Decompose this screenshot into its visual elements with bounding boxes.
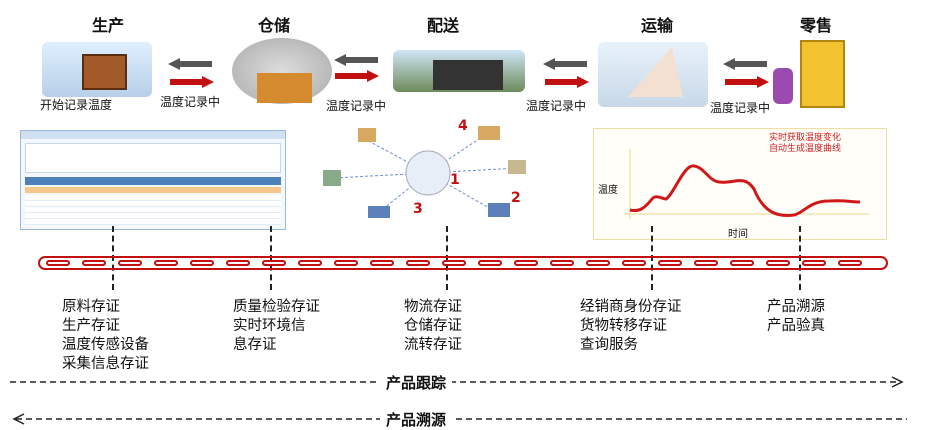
connector-line: [446, 226, 448, 290]
list-item: 质量检验存证: [233, 299, 320, 315]
column-production: 原料存证生产存证温度传感设备采集信息存证: [62, 298, 149, 374]
forward-tracking-arrow-icon: [10, 376, 904, 388]
chart-ylabel: 温度: [598, 185, 618, 196]
list-item: 温度传感设备: [62, 337, 149, 353]
chain-link: [478, 260, 502, 266]
chain-link: [730, 260, 754, 266]
chain-link: [46, 260, 70, 266]
forward-arrow-icon: [725, 76, 769, 88]
list-item: 经销商身份存证: [580, 299, 682, 315]
connector-line: [112, 226, 114, 290]
list-item: 生产存证: [62, 318, 120, 334]
chain-link: [298, 260, 322, 266]
connector-line: [651, 226, 653, 290]
list-item: 产品溯源: [767, 299, 825, 315]
list-item: 仓储存证: [404, 318, 462, 334]
chain-link: [658, 260, 682, 266]
forward-arrow-icon: [545, 76, 589, 88]
network-node-3: 3: [413, 201, 423, 217]
transport-image: [598, 42, 708, 107]
column-retail: 产品溯源产品验真: [767, 298, 825, 336]
chain-link: [154, 260, 178, 266]
list-item: 采集信息存证: [62, 356, 149, 372]
blockchain-chain: [38, 256, 888, 270]
stage-title-transport: 运输: [641, 16, 674, 35]
stage-label-production: 开始记录温度: [40, 98, 113, 112]
chain-link: [622, 260, 646, 266]
connector-line: [799, 226, 801, 290]
list-item: 息存证: [233, 337, 277, 353]
stage-title-delivery: 配送: [427, 16, 460, 35]
back-arrow-icon: [334, 54, 378, 66]
back-arrow-icon: [723, 58, 767, 70]
chain-link: [802, 260, 826, 266]
column-transport: 经销商身份存证货物转移存证查询服务: [580, 298, 682, 355]
chain-link: [82, 260, 106, 266]
list-item: 原料存证: [62, 299, 120, 315]
chain-link: [262, 260, 286, 266]
temperature-curve: [629, 164, 861, 217]
chain-link: [514, 260, 538, 266]
temperature-chart: 实时获取温度变化 自动生成温度曲线 温度 时间: [593, 128, 887, 240]
chart-annotation-2: 自动生成温度曲线: [769, 144, 842, 154]
system-screenshot: [20, 130, 286, 230]
network-node-4: 4: [458, 118, 468, 134]
column-logistics: 物流存证仓储存证流转存证: [404, 298, 462, 355]
stage-label-delivery: 温度记录中: [326, 99, 387, 113]
backward-tracing-arrow-icon: [12, 413, 907, 425]
back-arrow-icon: [168, 58, 212, 70]
chain-link: [334, 260, 358, 266]
back-arrow-icon: [543, 58, 587, 70]
list-item: 货物转移存证: [580, 318, 667, 334]
stage-label-storage: 温度记录中: [160, 95, 221, 109]
chart-xlabel: 时间: [728, 229, 748, 240]
chain-link: [550, 260, 574, 266]
stage-label-retail: 温度记录中: [710, 101, 771, 115]
chain-link: [838, 260, 862, 266]
product-tracking-label: 产品跟踪: [380, 372, 453, 393]
chain-link: [694, 260, 718, 266]
list-item: 流转存证: [404, 337, 462, 353]
chart-annotation-1: 实时获取温度变化: [769, 133, 842, 143]
network-node-1: 1: [450, 172, 460, 188]
chain-link: [190, 260, 214, 266]
connector-line: [270, 226, 272, 290]
chain-link: [442, 260, 466, 266]
network-diagram: 1 2 3 4: [323, 118, 526, 218]
chain-link: [406, 260, 430, 266]
product-tracing-label: 产品溯源: [380, 409, 453, 430]
list-item: 查询服务: [580, 337, 638, 353]
retail-image: [765, 40, 850, 110]
chain-link: [766, 260, 790, 266]
factory-image: [42, 42, 152, 97]
stage-title-production: 生产: [92, 16, 125, 35]
forward-arrow-icon: [170, 76, 214, 88]
warehouse-image: [232, 38, 332, 104]
chain-link: [118, 260, 142, 266]
stage-label-transport: 温度记录中: [526, 99, 587, 113]
stage-title-storage: 仓储: [258, 16, 291, 35]
chain-link: [226, 260, 250, 266]
list-item: 产品验真: [767, 318, 825, 334]
list-item: 实时环境信: [233, 318, 306, 334]
list-item: 物流存证: [404, 299, 462, 315]
forward-arrow-icon: [335, 70, 379, 82]
chain-link: [586, 260, 610, 266]
network-node-2: 2: [511, 190, 521, 206]
column-storage: 质量检验存证实时环境信息存证: [233, 298, 320, 355]
stage-title-retail: 零售: [800, 16, 833, 35]
chain-link: [370, 260, 394, 266]
distribution-image: [393, 50, 525, 92]
